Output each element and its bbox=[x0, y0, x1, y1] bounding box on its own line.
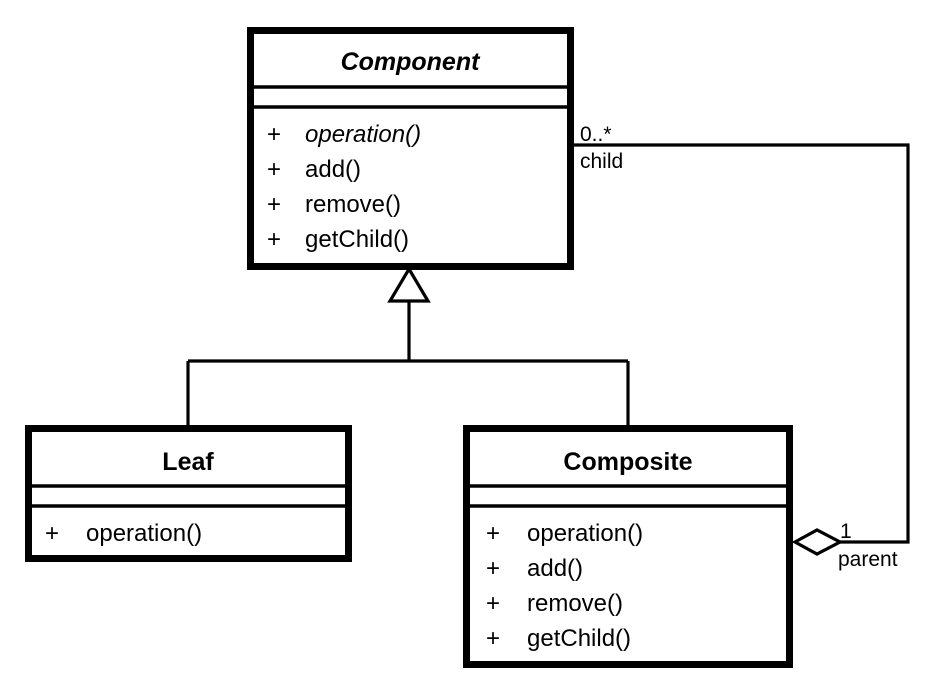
leaf-method-0-name: operation() bbox=[86, 520, 202, 547]
component-method-row: + remove() bbox=[267, 191, 401, 218]
component-method-row: + operation() bbox=[267, 121, 421, 148]
generalization-edges[interactable] bbox=[186, 265, 630, 425]
composite-method-0-visibility: + bbox=[486, 520, 500, 547]
component-method-0-visibility: + bbox=[267, 121, 281, 148]
component-method-3-visibility: + bbox=[267, 226, 281, 253]
leaf-box-frame bbox=[25, 425, 352, 562]
component-method-row: + getChild() bbox=[267, 226, 409, 253]
composite-box-frame bbox=[463, 425, 793, 668]
composite-method-2-name: remove() bbox=[527, 590, 623, 617]
component-method-1-name: add() bbox=[305, 156, 361, 183]
parent-role-label: parent bbox=[838, 548, 898, 571]
composite-method-row: + remove() bbox=[486, 590, 623, 617]
composite-method-row: + operation() bbox=[486, 520, 643, 547]
component-class-name: Component bbox=[341, 48, 482, 76]
composite-method-0-name: operation() bbox=[527, 520, 643, 547]
leaf-method-0-visibility: + bbox=[45, 520, 59, 547]
leaf-method-row: + operation() bbox=[45, 520, 202, 547]
class-box-composite[interactable]: Composite + operation() + add() + remove… bbox=[463, 425, 793, 668]
hollow-diamond-icon bbox=[791, 528, 844, 556]
component-method-2-visibility: + bbox=[267, 191, 281, 218]
composite-method-3-visibility: + bbox=[486, 625, 500, 652]
child-multiplicity-label: 0..* bbox=[580, 123, 612, 146]
composite-method-1-name: add() bbox=[527, 555, 583, 582]
composite-class-name: Composite bbox=[563, 448, 692, 476]
aggregation-edge-labels: 0..* child 1 parent bbox=[580, 123, 898, 571]
parent-multiplicity-label: 1 bbox=[840, 520, 852, 543]
aggregation-edge-composite-component[interactable] bbox=[570, 143, 910, 556]
composite-method-1-visibility: + bbox=[486, 555, 500, 582]
composite-method-2-visibility: + bbox=[486, 590, 500, 617]
component-method-0-name: operation() bbox=[305, 121, 421, 148]
composite-method-row: + getChild() bbox=[486, 625, 631, 652]
component-method-3-name: getChild() bbox=[305, 226, 409, 253]
component-box-frame bbox=[247, 27, 574, 270]
composite-method-row: + add() bbox=[486, 555, 583, 582]
aggregation-edge-path bbox=[570, 143, 910, 544]
component-method-1-visibility: + bbox=[267, 156, 281, 183]
composite-method-3-name: getChild() bbox=[527, 625, 631, 652]
class-box-leaf[interactable]: Leaf + operation() bbox=[25, 425, 352, 562]
child-role-label: child bbox=[580, 150, 623, 173]
leaf-class-name: Leaf bbox=[162, 448, 214, 476]
component-method-2-name: remove() bbox=[305, 191, 401, 218]
class-box-component[interactable]: Component + operation() + add() + remove… bbox=[247, 27, 574, 270]
hollow-triangle-icon bbox=[387, 265, 431, 303]
component-method-row: + add() bbox=[267, 156, 361, 183]
